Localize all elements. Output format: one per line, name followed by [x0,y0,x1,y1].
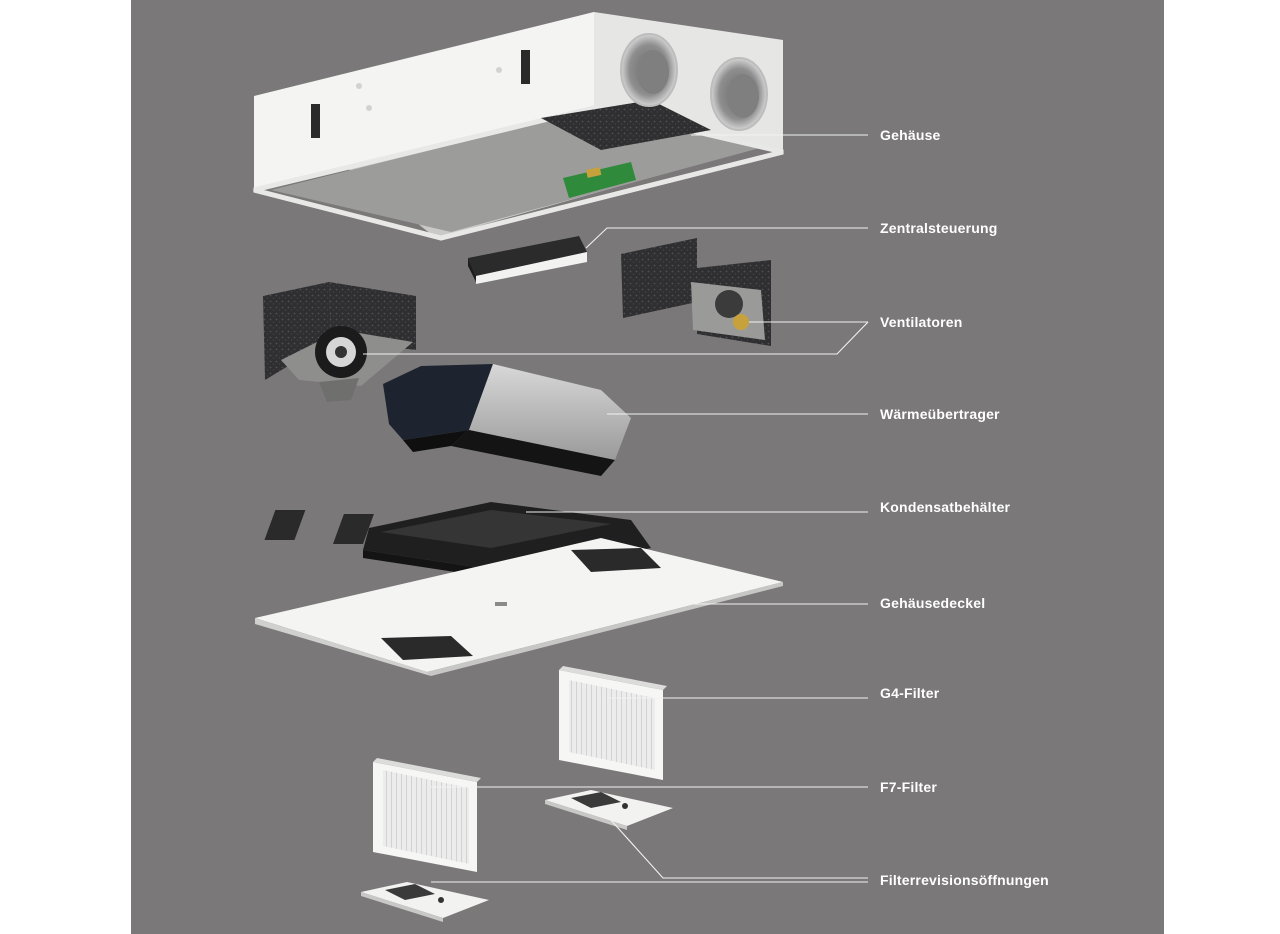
inspection-cover-upper-part [545,790,673,830]
label-gehaeusedeckel: Gehäusedeckel [880,595,985,611]
leader-zentralsteuerung [585,227,868,249]
g4-filter-part [559,666,667,780]
heat-exchanger-part [383,364,631,476]
label-kondensatbehaelter: Kondensatbehälter [880,499,1011,515]
f7-filter-part [373,758,481,872]
inspection-cover-lower-part [361,882,489,922]
fan-right-part [621,238,771,346]
housing-cover-part [255,538,783,676]
diagram-canvas: Gehäuse Zentralsteuerung Ventilatoren Wä… [131,0,1164,934]
central-control-part [468,236,587,284]
housing-part [253,12,784,241]
label-g4-filter: G4-Filter [880,685,940,701]
label-zentralsteuerung: Zentralsteuerung [880,220,998,236]
label-f7-filter: F7-Filter [880,779,937,795]
label-waermeuebertrager: Wärmeübertrager [880,406,1000,422]
label-ventilatoren: Ventilatoren [880,314,963,330]
leader-ventilatoren-lower [363,321,869,355]
exploded-view-diagram: Gehäuse Zentralsteuerung Ventilatoren Wä… [253,12,1049,922]
fan-left-part [263,282,416,402]
labels: Gehäuse Zentralsteuerung Ventilatoren Wä… [880,127,1049,888]
leader-filterrevision-upper [608,817,868,879]
leader-lines [363,134,869,883]
label-filterrevisionsoeffnungen: Filterrevisionsöffnungen [880,872,1049,888]
label-gehaeuse: Gehäuse [880,127,941,143]
